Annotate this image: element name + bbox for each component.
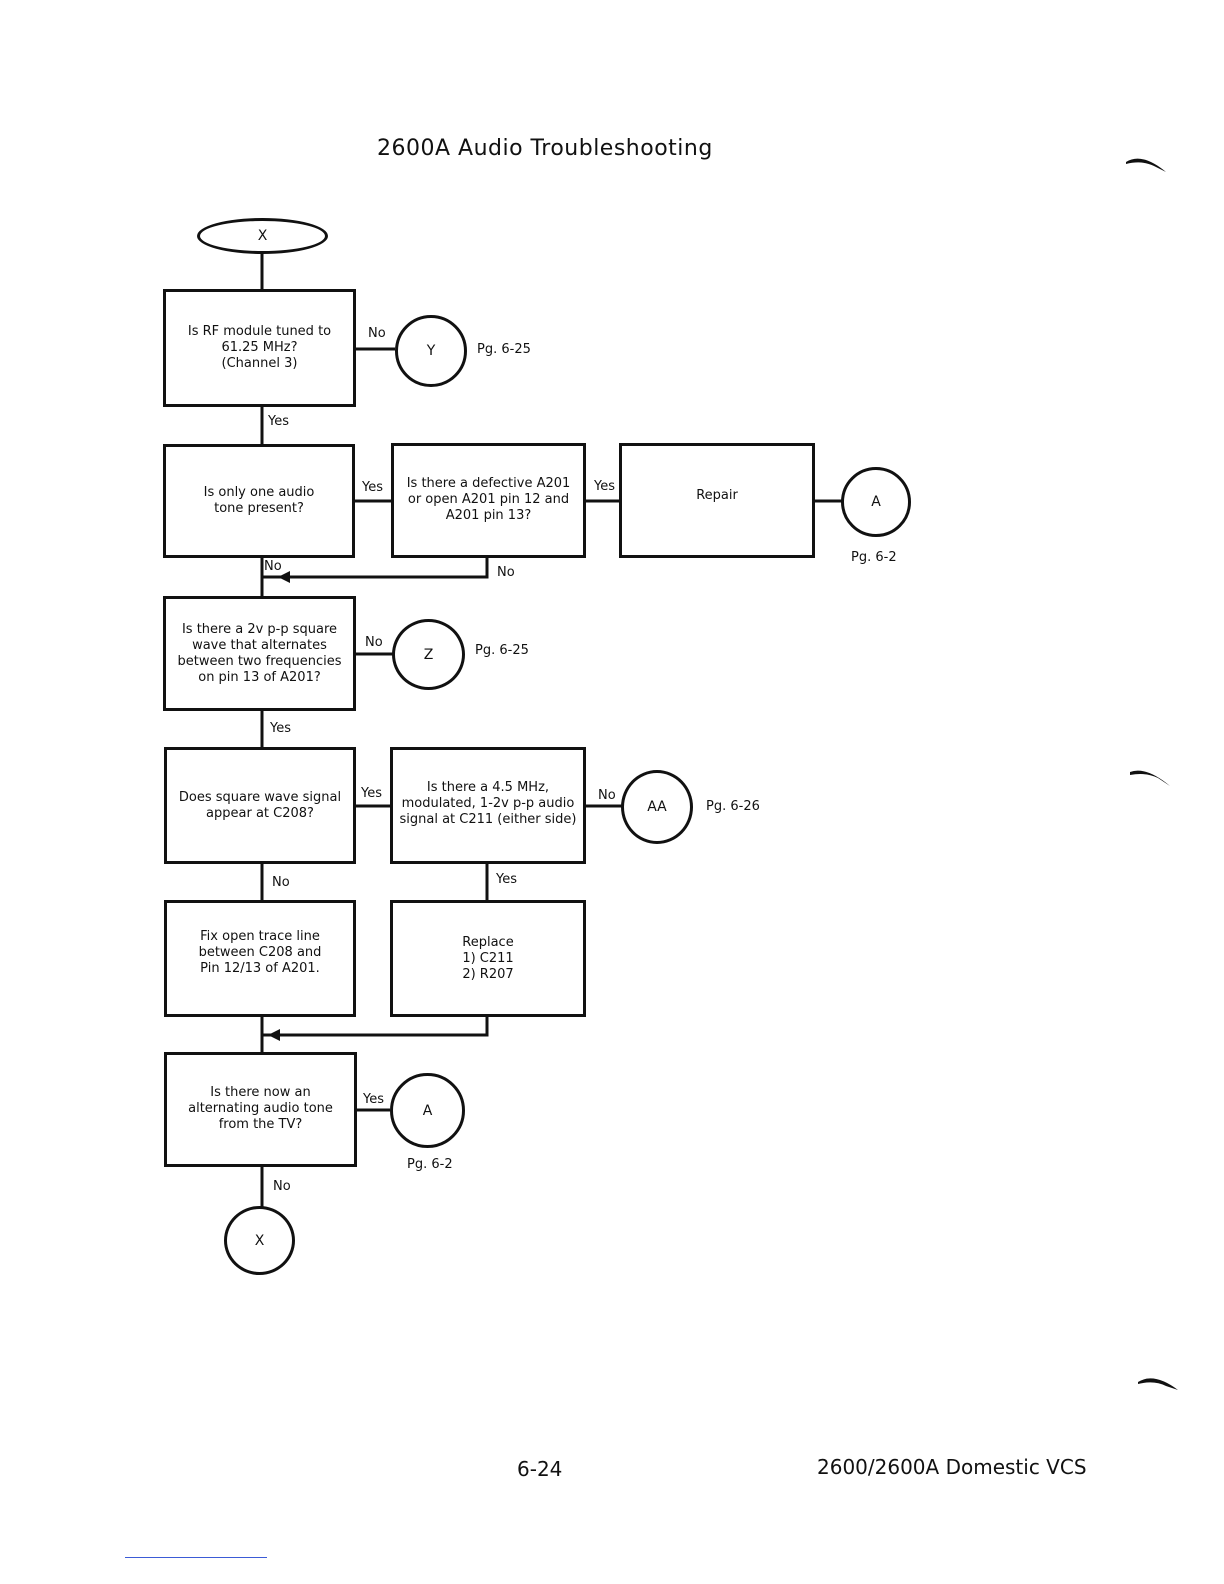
arrow-head <box>278 571 290 583</box>
label-yes: Yes <box>496 872 517 887</box>
connector-z: Z <box>392 619 465 690</box>
decision-rf-tuned: Is RF module tuned to 61.25 MHz? (Channe… <box>163 289 356 407</box>
registration-mark-icon <box>1126 158 1166 172</box>
decision-square-at-c208: Does square wave signal appear at C208? <box>164 747 356 864</box>
label-yes: Yes <box>363 1092 384 1107</box>
page-ref-aa: Pg. 6-26 <box>706 799 760 814</box>
page-title: 2600A Audio Troubleshooting <box>377 136 713 161</box>
page-ref-z: Pg. 6-25 <box>475 643 529 658</box>
connector-aa: AA <box>621 770 693 844</box>
label-no: No <box>368 326 386 341</box>
action-replace: Replace 1) C211 2) R207 <box>390 900 586 1017</box>
page-ref-a: Pg. 6-2 <box>851 550 897 565</box>
label-no: No <box>365 635 383 650</box>
page-number: 6-24 <box>517 1457 563 1481</box>
label-yes: Yes <box>361 786 382 801</box>
start-connector-x: X <box>197 218 328 254</box>
label-yes: Yes <box>362 480 383 495</box>
connector-a: A <box>841 467 911 537</box>
decision-4-5-mhz-signal: Is there a 4.5 MHz, modulated, 1-2v p-p … <box>390 747 586 864</box>
page-ref-a: Pg. 6-2 <box>407 1157 453 1172</box>
decision-square-wave: Is there a 2v p-p square wave that alter… <box>163 596 356 711</box>
decision-one-tone: Is only one audio tone present? <box>163 444 355 558</box>
registration-mark-icon <box>1138 1378 1178 1390</box>
label-no: No <box>497 565 515 580</box>
connector-a: A <box>390 1073 465 1148</box>
arrow-head <box>268 1029 280 1041</box>
label-yes: Yes <box>594 479 615 494</box>
label-no: No <box>264 559 282 574</box>
label-no: No <box>273 1179 291 1194</box>
document-title: 2600/2600A Domestic VCS <box>817 1455 1087 1479</box>
action-fix-trace: Fix open trace line between C208 and Pin… <box>164 900 356 1017</box>
page-ref-y: Pg. 6-25 <box>477 342 531 357</box>
action-repair: Repair <box>619 443 815 558</box>
label-no: No <box>272 875 290 890</box>
registration-mark-icon <box>1130 770 1170 786</box>
label-yes: Yes <box>268 414 289 429</box>
label-no: No <box>598 788 616 803</box>
bottom-rule <box>125 1557 267 1558</box>
connector-y: Y <box>395 315 467 387</box>
decision-tone-now: Is there now an alternating audio tone f… <box>164 1052 357 1167</box>
label-yes: Yes <box>270 721 291 736</box>
end-connector-x: X <box>224 1206 295 1275</box>
decision-defective-a201: Is there a defective A201 or open A201 p… <box>391 443 586 558</box>
